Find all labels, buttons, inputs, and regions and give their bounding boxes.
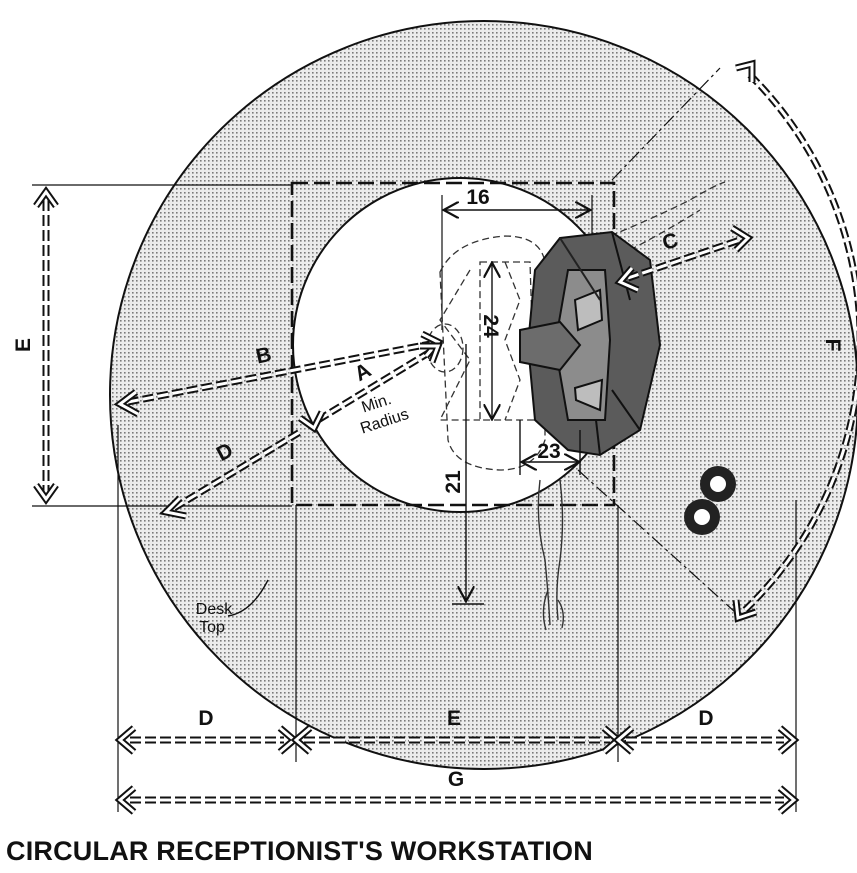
note-desk-top-line1: Desk (196, 601, 233, 618)
diagram-title: CIRCULAR RECEPTIONIST'S WORKSTATION (6, 836, 593, 866)
label-d-bottom-right: D (698, 707, 713, 730)
label-f: F (821, 339, 844, 352)
note-desk-top-line2: Top (199, 619, 225, 636)
dimension-16: 16 (466, 186, 489, 209)
label-e-bottom: E (447, 707, 461, 730)
office-chair (519, 230, 662, 457)
dimension-21: 21 (442, 470, 465, 494)
desk-top-leader (227, 579, 269, 617)
label-g: G (448, 768, 464, 791)
dimension-24: 24 (479, 314, 502, 338)
arm-outline (537, 479, 565, 631)
chain-arrowheads (33, 59, 800, 815)
chain-dimensions (42, 72, 857, 804)
label-d-bottom-left: D (198, 707, 213, 730)
label-c: C (660, 229, 681, 255)
plant-symbols (684, 466, 736, 535)
dimension-23: 23 (537, 440, 560, 463)
reference-lines (32, 67, 797, 812)
label-b: B (254, 343, 274, 369)
solid-dimension-lines (445, 210, 589, 605)
label-e-vertical: E (12, 338, 35, 352)
user-zone-square (290, 181, 616, 507)
seated-person-outline (426, 181, 726, 471)
